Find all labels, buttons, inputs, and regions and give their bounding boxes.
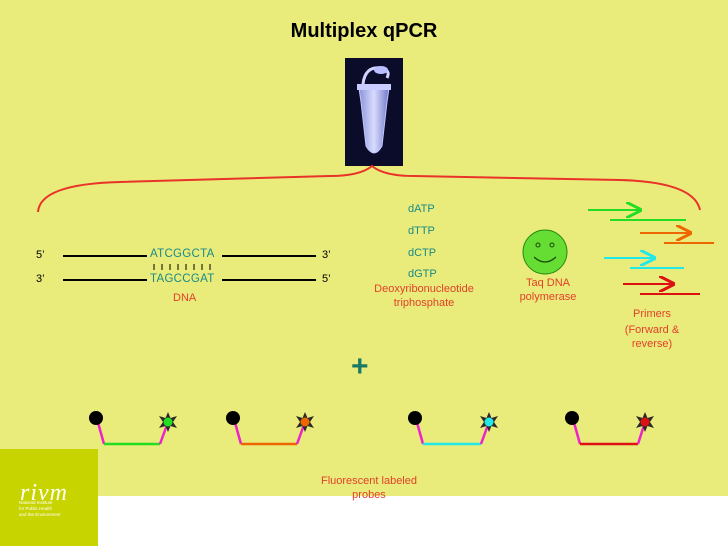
dna-label: DNA xyxy=(173,292,197,304)
rivm-logo-text: rivm xyxy=(20,480,68,506)
page-title: Multiplex qPCR xyxy=(290,20,438,42)
polymerase-label: Taq DNA polymerase xyxy=(505,276,591,304)
rivm-logo-line3: and the Environment xyxy=(19,512,61,517)
base-pair-ticks xyxy=(153,264,211,270)
dna-top-3prime: 3’ xyxy=(322,249,331,261)
rivm-logo-line2: for Public Health xyxy=(19,506,53,511)
nucleotide-dttp: dTTP xyxy=(408,225,435,237)
nucleotides-label: Deoxyribonucleotide triphosphate xyxy=(360,282,488,310)
nucleotides-label-line1: Deoxyribonucleotide xyxy=(374,283,474,295)
polymerase-label-line1: Taq DNA xyxy=(525,277,571,289)
probes-label-line1: Fluorescent labeled xyxy=(320,475,417,487)
primers-label: Primers (Forward & reverse) xyxy=(610,306,694,351)
rivm-logo-subtitle: National Institute for Public Health and… xyxy=(19,500,61,518)
primers-label-line1: Primers xyxy=(633,308,671,320)
primers-label-line3: reverse) xyxy=(631,338,673,350)
probes-label-line2: probes xyxy=(352,489,386,501)
nucleotides-label-line2: triphosphate xyxy=(393,297,455,309)
dna-bottom-sequence: TAGCCGAT xyxy=(150,273,215,285)
nucleotide-dctp: dCTP xyxy=(408,247,437,259)
rivm-logo-block xyxy=(0,449,98,546)
pcr-tube-image xyxy=(345,58,403,166)
polymerase-label-line2: polymerase xyxy=(519,291,577,303)
dna-top-sequence: ATCGGCTA xyxy=(150,248,215,260)
dna-bottom-5prime: 5’ xyxy=(322,273,331,285)
dna-top-5prime: 5’ xyxy=(36,249,45,261)
primers-label-line2: (Forward & xyxy=(624,324,680,336)
rivm-logo-line1: National Institute xyxy=(19,500,53,505)
curly-brace xyxy=(37,164,701,213)
probe-orange xyxy=(226,411,314,446)
smiley-icon xyxy=(522,229,568,275)
dna-bottom-3prime: 3’ xyxy=(36,273,45,285)
plus-sign: + xyxy=(351,350,369,383)
probes-label: Fluorescent labeled probes xyxy=(300,474,438,502)
probe-green xyxy=(89,411,177,446)
nucleotide-datp: dATP xyxy=(408,203,435,215)
probe-cyan xyxy=(408,411,498,446)
probe-red xyxy=(565,411,654,446)
nucleotide-dgtp: dGTP xyxy=(408,268,437,280)
footer-band xyxy=(98,496,728,546)
